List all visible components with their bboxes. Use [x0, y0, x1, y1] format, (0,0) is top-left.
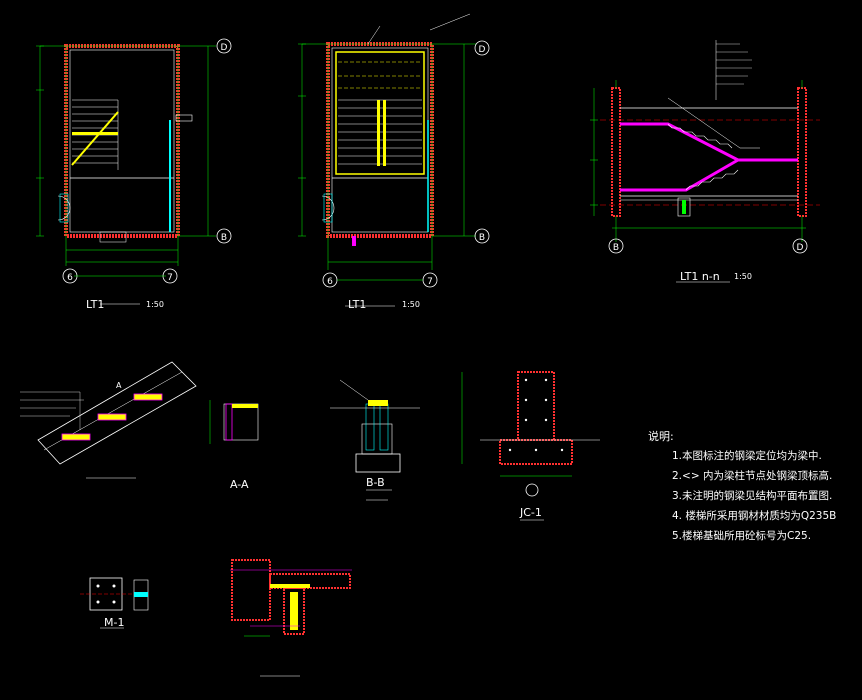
section-nn: B D	[590, 40, 820, 283]
beam-node-detail	[230, 559, 352, 677]
section-caption: LT1 n-n	[680, 270, 720, 283]
section-scale: 1:50	[734, 272, 752, 281]
notes-item-5: 5.楼梯基础所用砼标号为C25.	[672, 530, 812, 542]
plan2-stair-outline	[335, 51, 425, 175]
plan1-inner-wall	[69, 49, 175, 233]
plan2-grid-b-label: B	[479, 233, 485, 243]
plan2-dims	[298, 43, 476, 270]
plan2-door	[321, 195, 335, 221]
section-bb	[330, 379, 420, 501]
notes-heading: 说明:	[648, 430, 674, 443]
plan2-beam-dashes	[338, 61, 422, 89]
svg-text:A: A	[116, 381, 122, 390]
section-upper-beam	[620, 122, 798, 162]
plan2-scale: 1:50	[402, 300, 420, 309]
plan2-caption: LT1	[348, 298, 367, 311]
plan1-grid-d-label: D	[221, 43, 228, 53]
section-grid-b-label: B	[613, 243, 619, 253]
notes-item-4: 4. 楼梯所采用钢材材质均为Q235B	[672, 510, 837, 522]
section-bb-caption: B-B	[366, 476, 385, 489]
notes-item-1: 1.本图标注的钢梁定位均为梁中.	[672, 450, 822, 462]
plan1-grid-b-label: B	[221, 233, 227, 243]
plan1-grid-b	[216, 228, 232, 244]
plan-1: D B 6 7	[36, 38, 232, 305]
plan1-wall	[64, 44, 180, 238]
plan1-dims	[36, 45, 216, 266]
plan2-grid-7-label: 7	[427, 277, 433, 287]
section-grid-d-label: D	[797, 243, 804, 253]
plan2-pipe	[352, 236, 356, 246]
plan1-door-frame	[59, 193, 69, 223]
plan1-step	[99, 231, 127, 243]
plan1-duct	[175, 114, 193, 122]
plan2-grid-6-label: 6	[327, 277, 333, 287]
section-lower-beam	[620, 158, 739, 192]
plan1-grid-6-label: 6	[67, 273, 73, 283]
plan1-stair-run	[71, 111, 119, 166]
section-aa	[209, 400, 259, 444]
stair-detail: A	[20, 361, 197, 479]
section-dims	[590, 80, 806, 242]
notes-item-2: 2.<> 内为梁柱节点处钢梁顶标高.	[672, 470, 833, 482]
plan1-landing-beam	[72, 132, 118, 135]
plan1-scale: 1:50	[146, 300, 164, 309]
plan2-grid-d-label: D	[479, 45, 486, 55]
plate-m1	[80, 577, 149, 629]
plan1-caption: LT1	[86, 298, 105, 311]
foundation-jc1	[461, 371, 600, 521]
plan2-stringer-1	[377, 100, 380, 166]
plan1-grid-7-label: 7	[167, 273, 173, 283]
section-aa-caption: A-A	[230, 478, 249, 491]
plan-2: D B 6 7	[298, 13, 490, 307]
m1-caption: M-1	[104, 616, 125, 629]
plan2-stringer-2	[383, 100, 386, 166]
plan1-door	[57, 195, 71, 221]
jc1-caption: JC-1	[520, 506, 542, 519]
plan1-grid-d	[216, 38, 232, 54]
notes-item-3: 3.未注明的钢梁见结构平面布置图.	[672, 490, 833, 502]
